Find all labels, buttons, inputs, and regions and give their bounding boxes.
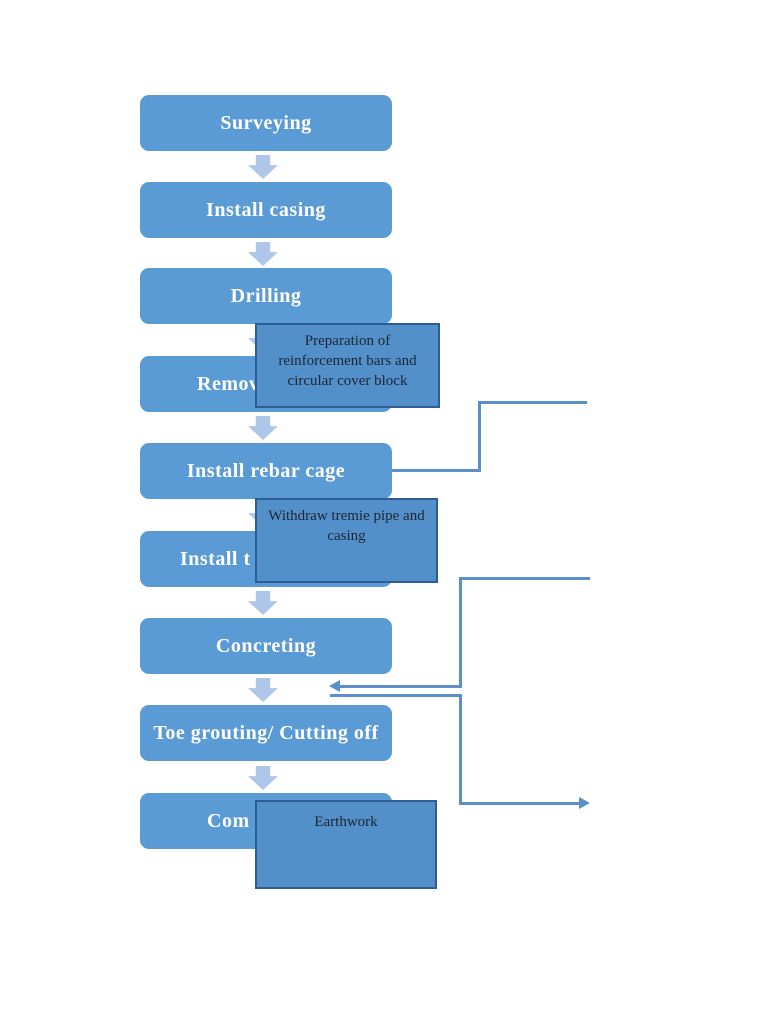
down-arrow-icon [248,591,278,615]
down-arrow-icon [248,242,278,266]
step-label: Remov [197,372,260,395]
callout-earthwork: Earthwork [255,800,437,889]
connector-rebar-branch-segment [392,469,481,472]
callout-withdraw-tremie: Withdraw tremie pipe and casing [255,498,438,583]
down-arrow-icon [248,416,278,440]
down-arrow-icon [248,766,278,790]
connector-rebar-branch-segment [478,401,587,404]
step-label: Com [207,809,250,832]
connector-return-segment [340,685,462,688]
flow-step-surveying: Surveying [140,95,392,151]
flow-step-toe-grouting: Toe grouting/ Cutting off [140,705,392,761]
arrowhead-left-icon [329,680,340,692]
callout-label: Earthwork [314,814,378,830]
connector-exit-segment [459,802,579,805]
connector-return-segment [459,577,590,580]
arrowhead-right-icon [579,797,590,809]
connector-exit-segment [330,694,462,697]
flow-step-concreting: Concreting [140,618,392,674]
step-label: Install casing [206,198,326,221]
flow-step-install-casing: Install casing [140,182,392,238]
down-arrow-icon [248,678,278,702]
step-label: Drilling [230,284,302,307]
callout-label: Preparation of reinforcement bars and ci… [278,333,417,389]
step-label: Concreting [215,634,317,657]
step-label: Install t [180,547,251,570]
down-arrow-icon [248,155,278,179]
callout-preparation-rebar: Preparation of reinforcement bars and ci… [255,323,440,408]
step-label: Surveying [220,111,312,134]
connector-rebar-branch-segment [478,401,481,472]
connector-return-segment [459,577,462,688]
flow-step-drilling: Drilling [140,268,392,324]
callout-label: Withdraw tremie pipe and casing [268,508,425,544]
step-label: Install rebar cage [186,459,346,482]
step-label: Toe grouting/ Cutting off [153,721,379,744]
flow-step-install-rebar-cage: Install rebar cage [140,443,392,499]
connector-exit-segment [459,694,462,805]
